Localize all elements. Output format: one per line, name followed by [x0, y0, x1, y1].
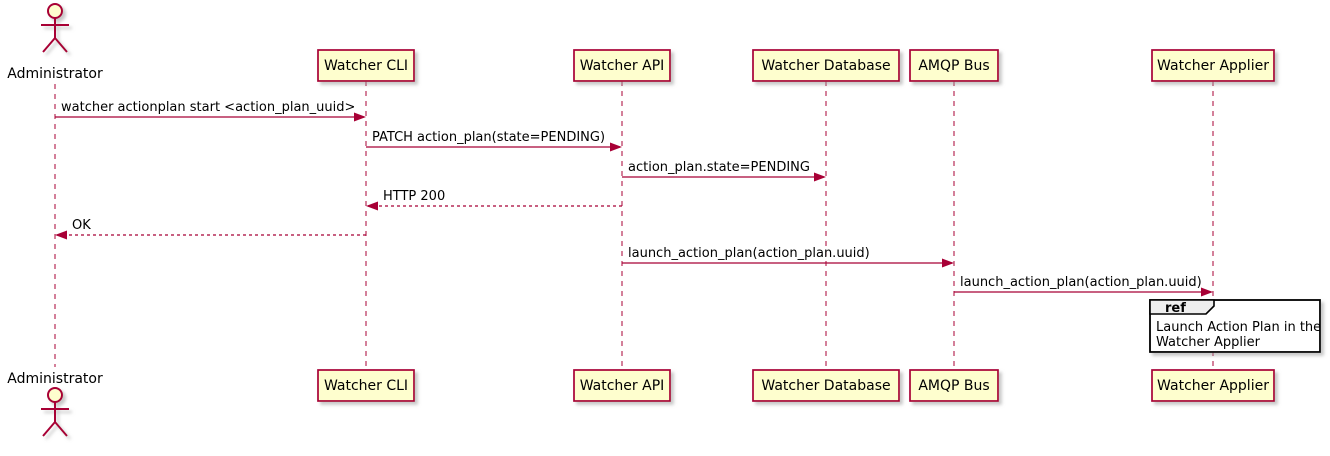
participant-bottom-watcher-database: Watcher Database — [752, 369, 900, 402]
actor-label-top: Administrator — [7, 66, 103, 82]
participant-box — [909, 49, 999, 82]
actor-leg-left — [42, 421, 56, 437]
ref-text-line-1: Launch Action Plan in the — [1156, 320, 1321, 335]
participants-layer: Watcher CLI Watcher CLI Watcher API Watcher… — [7, 3, 1275, 437]
message-label: PATCH action_plan(state=PENDING) — [372, 130, 605, 145]
message-label: HTTP 200 — [383, 189, 445, 204]
message-arrowhead-icon — [942, 258, 954, 268]
lifelines-layer — [54, 81, 1214, 370]
ref-header-pentagon — [1149, 299, 1215, 315]
message-label: launch_action_plan(action_plan.uuid) — [628, 246, 870, 261]
participant-top-watcher-api: Watcher API — [573, 49, 671, 82]
participant-top-watcher-database: Watcher Database — [752, 49, 900, 82]
participant-label: Watcher Applier — [1157, 58, 1269, 74]
actor-leg-right — [54, 421, 68, 437]
message-label: OK — [72, 218, 91, 233]
participant-box — [317, 369, 415, 402]
participant-box — [573, 369, 671, 402]
participant-label: Watcher Database — [761, 58, 890, 74]
participant-label: Watcher Database — [761, 378, 890, 394]
message-5-watcher-cli-to-administrator: OK — [55, 218, 366, 240]
participant-top-watcher-applier: Watcher Applier — [1151, 49, 1275, 82]
participant-box — [752, 49, 900, 82]
message-label: watcher actionplan start <action_plan_uu… — [61, 100, 355, 115]
participant-label: AMQP Bus — [918, 58, 989, 74]
message-label: action_plan.state=PENDING — [628, 160, 810, 175]
participant-bottom-watcher-applier: Watcher Applier — [1151, 369, 1275, 402]
participant-label: Watcher CLI — [324, 378, 408, 394]
messages-layer: watcher actionplan start <action_plan_uu… — [55, 100, 1213, 297]
ref-text-line-2: Watcher Applier — [1156, 335, 1261, 350]
message-2-watcher-cli-to-watcher-api: PATCH action_plan(state=PENDING) — [366, 130, 622, 152]
participant-box — [752, 369, 900, 402]
participant-label: Watcher Applier — [1157, 378, 1269, 394]
message-arrowhead-icon — [814, 172, 826, 182]
ref-keyword: ref — [1165, 301, 1186, 316]
participant-box — [1151, 49, 1275, 82]
ref-frame — [1149, 299, 1321, 353]
participant-bottom-watcher-api: Watcher API — [573, 369, 671, 402]
message-arrowhead-icon — [366, 201, 378, 211]
message-arrowhead-icon — [55, 230, 67, 240]
message-arrowhead-icon — [1201, 287, 1213, 297]
participant-label: Watcher API — [580, 378, 665, 394]
participant-bottom-amqp-bus: AMQP Bus — [909, 369, 999, 402]
participant-bottom-watcher-cli: Watcher CLI — [317, 369, 415, 402]
participant-label: AMQP Bus — [918, 378, 989, 394]
participant-top-watcher-cli: Watcher CLI — [317, 49, 415, 82]
participant-top-amqp-bus: AMQP Bus — [909, 49, 999, 82]
message-label: launch_action_plan(action_plan.uuid) — [960, 275, 1202, 290]
message-1-administrator-to-watcher-cli: watcher actionplan start <action_plan_uu… — [55, 100, 366, 122]
message-6-watcher-api-to-amqp-bus: launch_action_plan(action_plan.uuid) — [622, 246, 954, 268]
message-arrowhead-icon — [354, 112, 366, 122]
participant-box — [317, 49, 415, 82]
actor-head-icon — [47, 3, 63, 19]
actor-leg-right — [54, 37, 68, 53]
actor-label-bottom: Administrator — [7, 371, 103, 387]
message-4-watcher-api-to-watcher-cli: HTTP 200 — [366, 189, 622, 211]
actor-figure-top — [41, 3, 69, 53]
message-arrowhead-icon — [610, 142, 622, 152]
message-3-watcher-api-to-watcher-database: action_plan.state=PENDING — [622, 160, 826, 182]
actor-head-icon — [47, 387, 63, 403]
message-7-amqp-bus-to-watcher-applier: launch_action_plan(action_plan.uuid) — [954, 275, 1213, 297]
participant-box — [1151, 369, 1275, 402]
participant-label: Watcher CLI — [324, 58, 408, 74]
participant-box — [573, 49, 671, 82]
actor-figure-bottom — [41, 387, 69, 437]
participant-box — [909, 369, 999, 402]
actor-leg-left — [42, 37, 56, 53]
participant-label: Watcher API — [580, 58, 665, 74]
